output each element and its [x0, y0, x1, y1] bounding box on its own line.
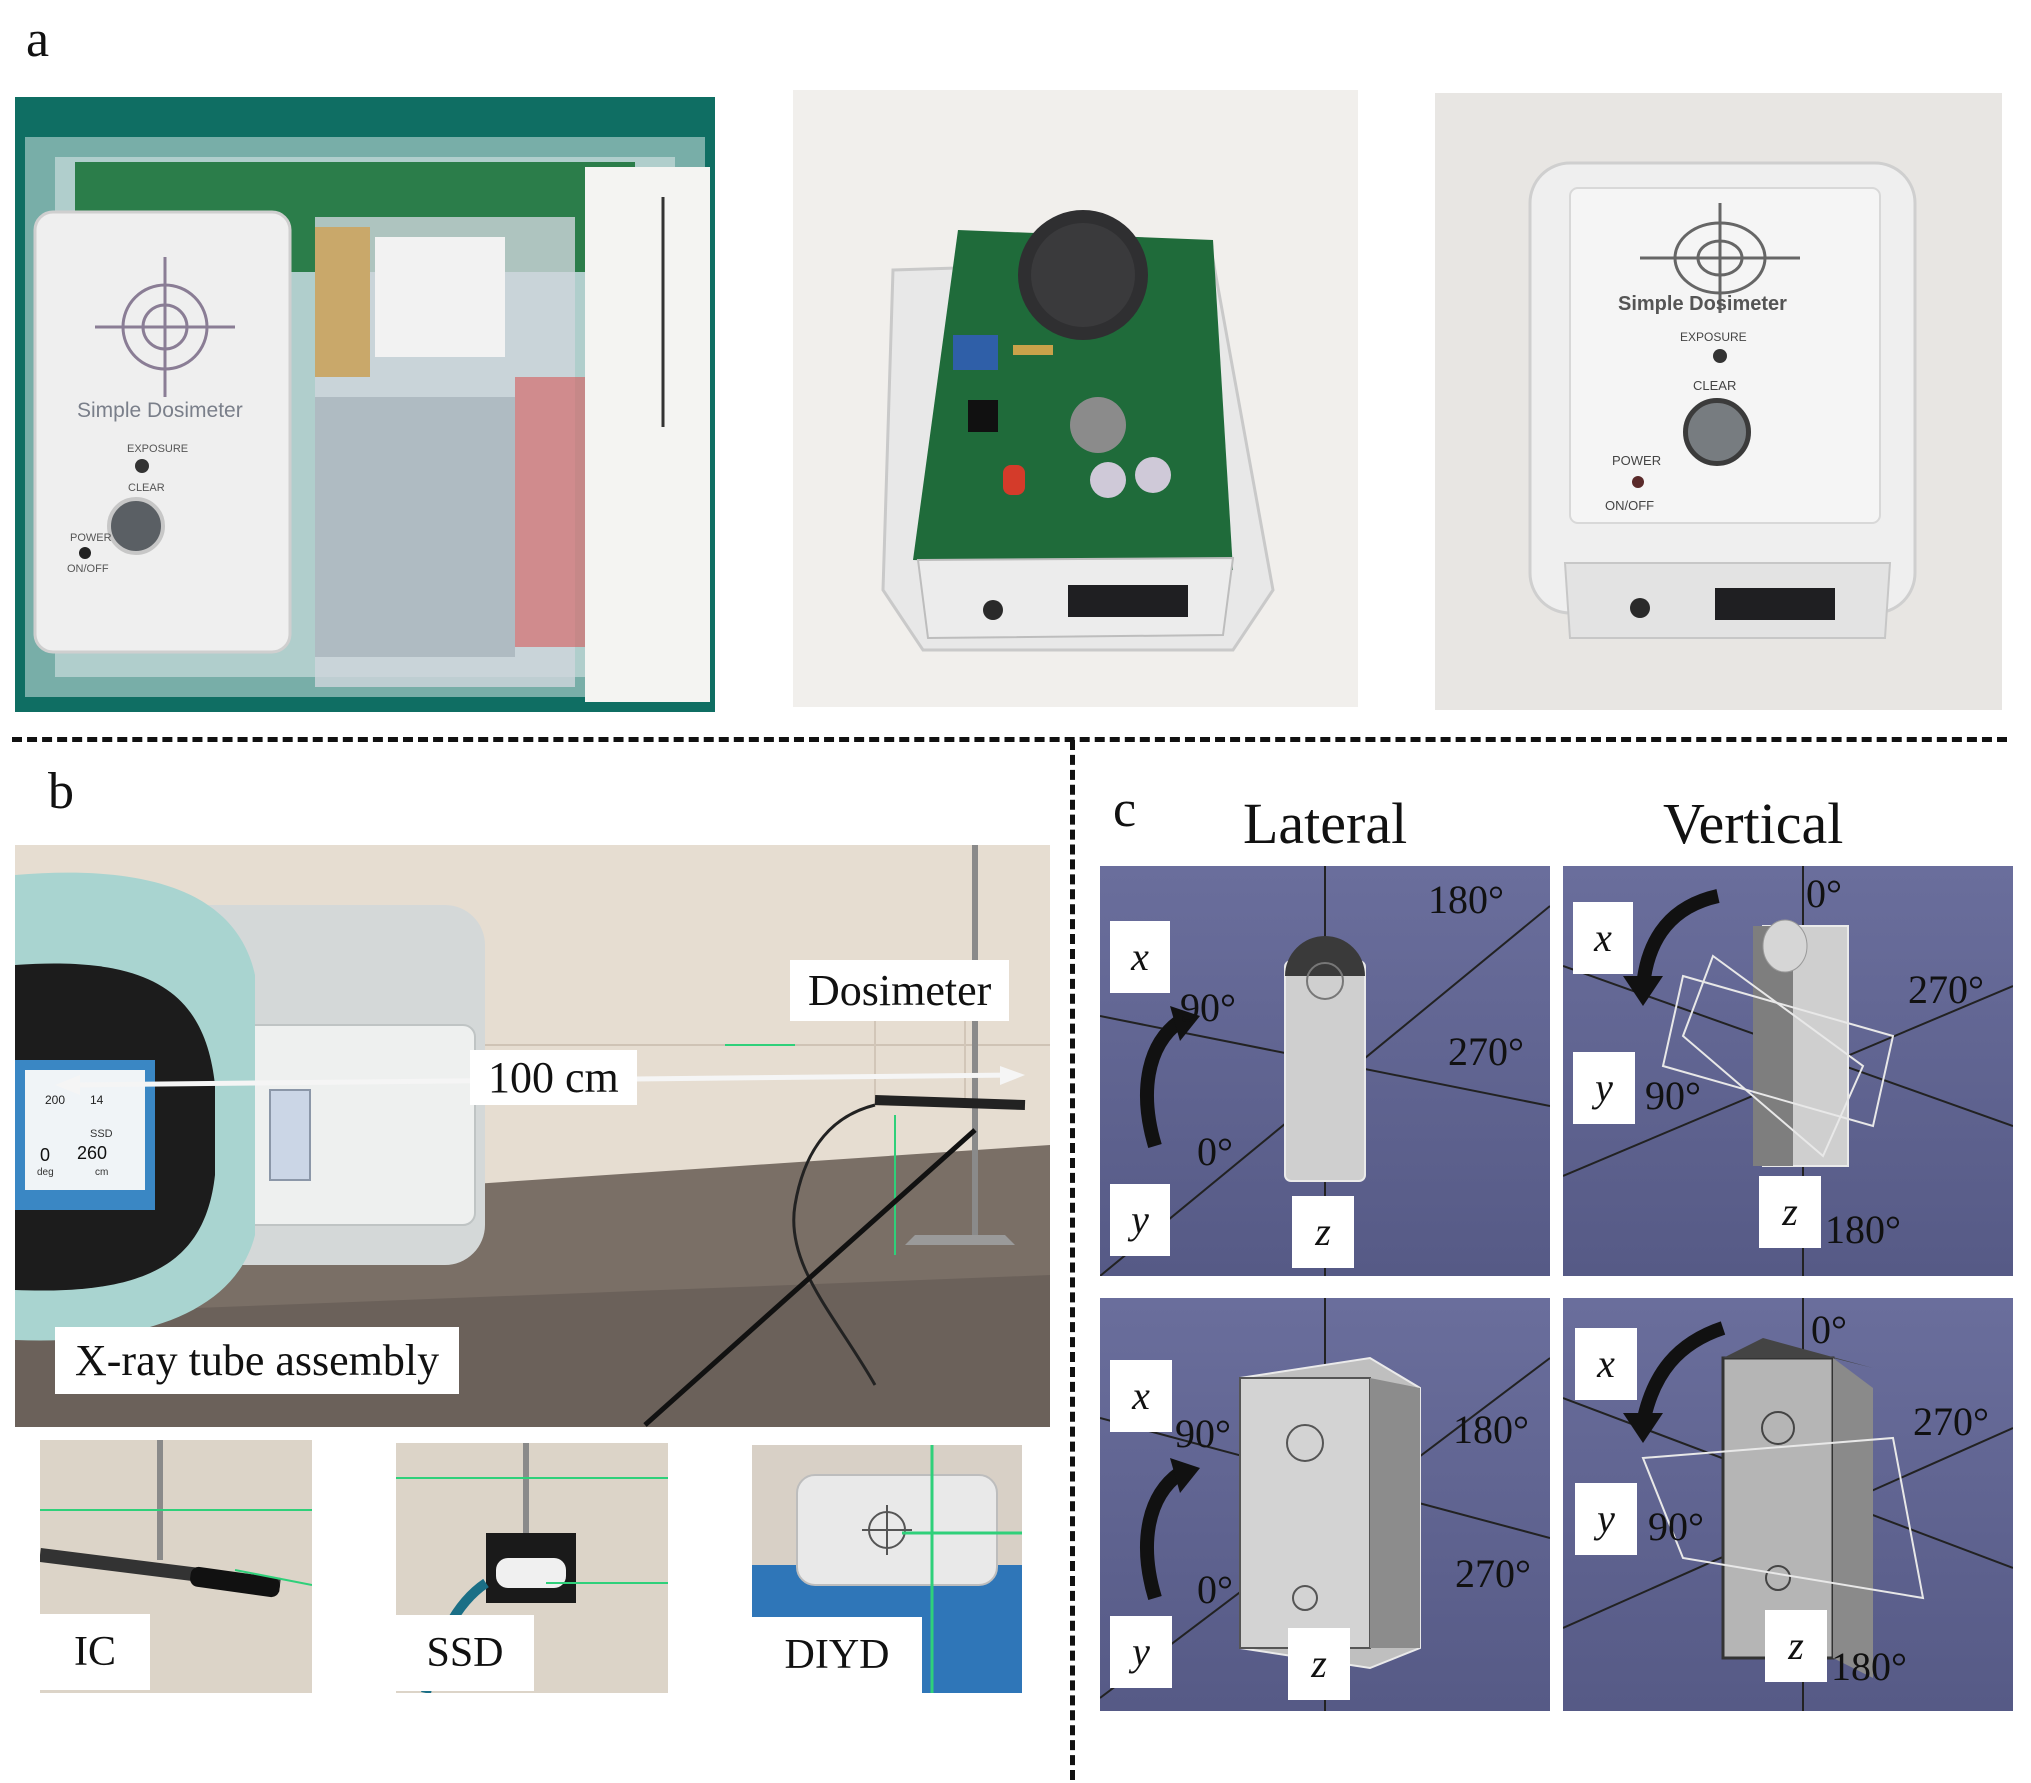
kit-device-title: Simple Dosimeter	[77, 399, 243, 422]
clear-label: CLEAR	[1693, 378, 1737, 393]
column-vertical-title: Vertical	[1663, 791, 1844, 856]
axis-z-label: z	[1759, 1176, 1821, 1248]
angle-0-label: 0°	[1806, 871, 1842, 916]
assembled-pcb-photo	[793, 90, 1358, 707]
kit-clear-button	[107, 497, 165, 555]
kit-exposure-led	[135, 459, 149, 473]
kit-clear-label: CLEAR	[128, 482, 165, 494]
onoff-label: ON/OFF	[1605, 498, 1655, 513]
inset-ic-label: IC	[40, 1614, 150, 1690]
angle-270-label: 270°	[1448, 1029, 1524, 1074]
cad-vertical-bottom: x y z 0° 270° 90° 180°	[1563, 1298, 2013, 1711]
exposure-label: EXPOSURE	[1680, 330, 1747, 344]
axis-z-label: z	[1292, 1196, 1354, 1268]
angle-270-label: 270°	[1913, 1399, 1989, 1444]
crosshair-icon	[1640, 203, 1800, 313]
xray-tube-label: X-ray tube assembly	[55, 1327, 460, 1394]
angle-90-label: 90°	[1648, 1504, 1704, 1549]
device-title: Simple Dosimeter	[1618, 293, 1787, 315]
setup-photo: 200 14 SSD 0 260 deg cm Dosimeter 100 cm…	[15, 845, 1050, 1427]
inset-ic-photo: IC	[40, 1440, 312, 1693]
kit-onoff-label: ON/OFF	[67, 563, 109, 575]
screen-ssd-label: SSD	[90, 1128, 113, 1140]
axis-y-label: y	[1110, 1184, 1170, 1256]
screen-ssd-unit: cm	[95, 1167, 109, 1178]
horizontal-divider	[12, 737, 2007, 742]
column-lateral-title: Lateral	[1243, 791, 1408, 856]
axis-x-label: x	[1110, 1360, 1172, 1432]
clear-button	[1683, 398, 1751, 466]
inset-diyd-label: DIYD	[752, 1617, 922, 1693]
axis-z-label: z	[1765, 1610, 1827, 1682]
cad-lateral-top: x y z 180° 90° 270° 0°	[1100, 866, 1550, 1276]
screen-top-left: 200	[45, 1093, 66, 1107]
angle-0-label: 0°	[1197, 1129, 1233, 1174]
angle-180-label: 180°	[1453, 1407, 1529, 1452]
inset-ssd-label: SSD	[396, 1615, 534, 1691]
vertical-divider	[1070, 740, 1075, 1780]
panel-a-letter: a	[26, 11, 50, 68]
angle-180-label: 180°	[1831, 1644, 1907, 1689]
screen-top-mid: 14	[90, 1093, 104, 1107]
axis-x-label: x	[1573, 902, 1633, 974]
axis-x-label: x	[1575, 1328, 1637, 1400]
screen-ssd-value: 260	[77, 1143, 108, 1163]
angle-90-label: 90°	[1175, 1411, 1231, 1456]
axis-y-label: y	[1575, 1483, 1637, 1555]
angle-270-label: 270°	[1455, 1551, 1531, 1596]
dosimeter-label: Dosimeter	[790, 960, 1010, 1021]
kit-power-label: POWER	[70, 532, 112, 544]
finished-dosimeter-photo: Simple Dosimeter EXPOSURE CLEAR POWER ON…	[1435, 93, 2002, 710]
panel-c-letter: c	[1113, 781, 1137, 838]
axis-x-label: x	[1110, 921, 1170, 993]
angle-180-label: 180°	[1428, 877, 1504, 922]
angle-0-label: 0°	[1811, 1307, 1847, 1352]
exposure-led	[1713, 349, 1727, 363]
screen-angle-unit: deg	[37, 1167, 54, 1178]
angle-90-label: 90°	[1645, 1073, 1701, 1118]
inset-ssd-photo: SSD	[396, 1443, 668, 1693]
axis-y-label: y	[1573, 1052, 1635, 1124]
panel-b-letter: b	[48, 763, 74, 820]
crosshair-icon	[95, 257, 235, 397]
angle-180-label: 180°	[1825, 1207, 1901, 1252]
kit-exposure-label: EXPOSURE	[127, 443, 189, 455]
distance-label: 100 cm	[470, 1050, 637, 1105]
angle-90-label: 90°	[1180, 985, 1236, 1030]
power-label: POWER	[1612, 453, 1662, 468]
angle-0-label: 0°	[1197, 1567, 1233, 1612]
kit-power-led	[79, 547, 91, 559]
inset-diyd-photo: DIYD	[752, 1445, 1022, 1693]
cad-lateral-bottom: x y z 90° 180° 0° 270°	[1100, 1298, 1550, 1711]
axis-y-label: y	[1110, 1616, 1172, 1688]
cad-vertical-top: x y z 0° 270° 90° 180°	[1563, 866, 2013, 1276]
kit-bag-photo: Simple Dosimeter EXPOSURE CLEAR POWER ON…	[15, 97, 715, 712]
angle-270-label: 270°	[1908, 967, 1984, 1012]
power-led	[1632, 476, 1644, 488]
screen-angle-value: 0	[40, 1145, 51, 1165]
axis-z-label: z	[1288, 1628, 1350, 1700]
